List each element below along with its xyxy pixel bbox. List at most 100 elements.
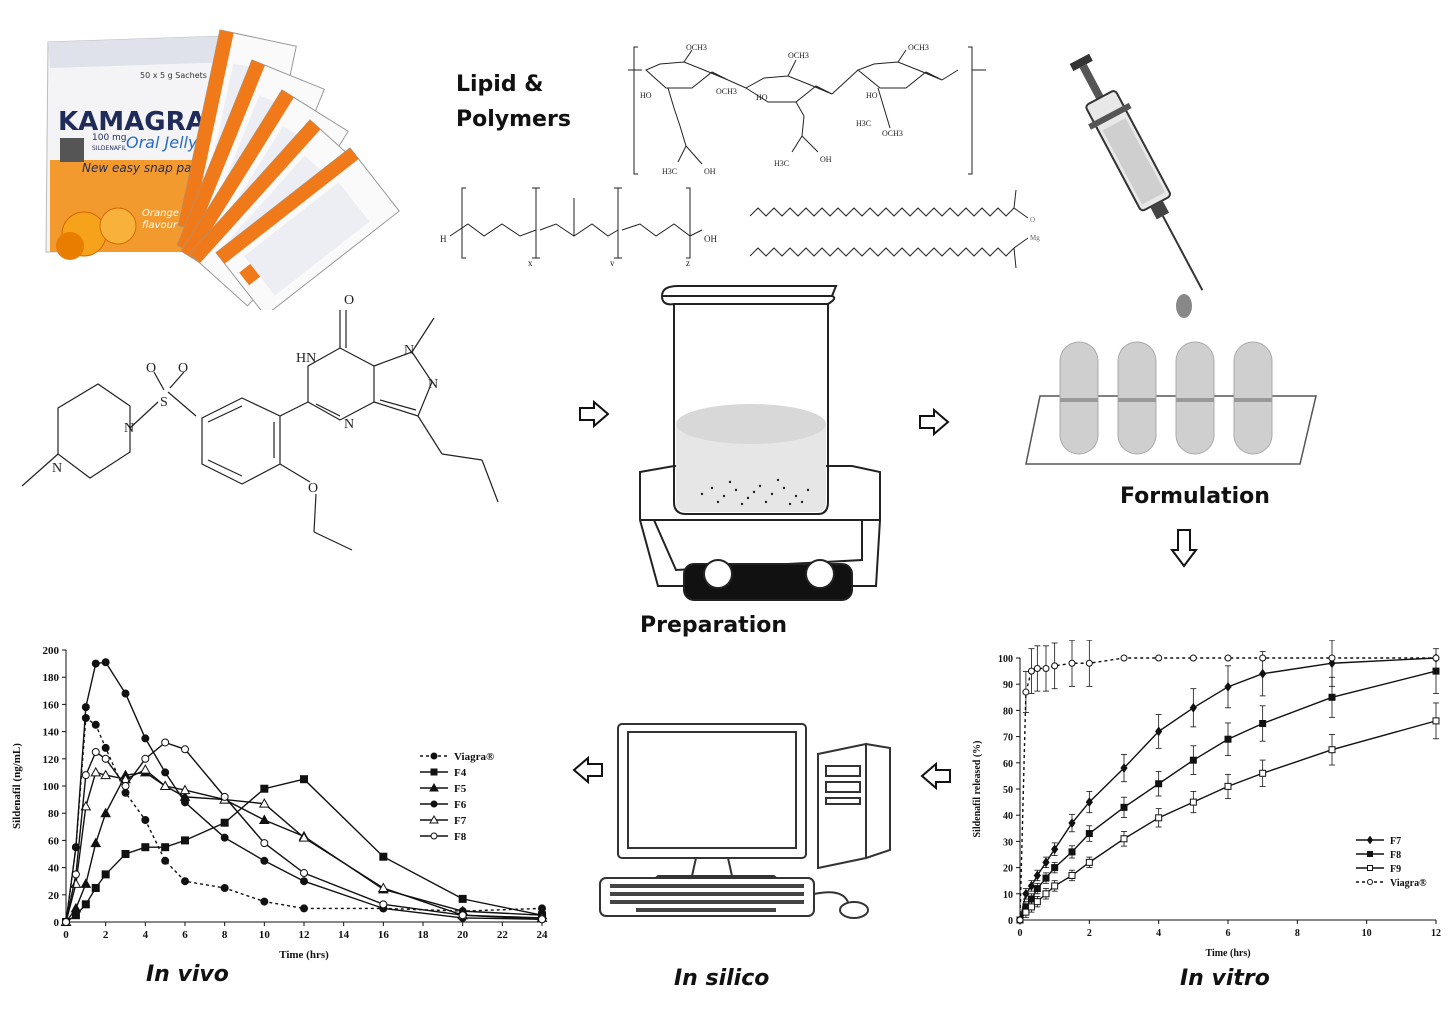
series-line xyxy=(65,768,543,923)
capsules-image xyxy=(1025,341,1317,465)
data-point xyxy=(458,911,467,920)
series-4 xyxy=(62,658,546,926)
series-2 xyxy=(62,775,546,926)
data-point xyxy=(220,792,229,801)
y-tick-label: 20 xyxy=(1003,864,1013,875)
data-point xyxy=(91,659,100,668)
data-point xyxy=(1189,756,1197,764)
lipid-polymers-label-2: Polymers xyxy=(456,107,571,132)
data-point xyxy=(1432,667,1440,675)
capsule xyxy=(1059,341,1099,455)
atom-hn: HN xyxy=(296,351,316,366)
atom-n1: N xyxy=(404,343,414,358)
data-point xyxy=(1328,693,1336,701)
data-point xyxy=(100,807,112,818)
data-point xyxy=(1432,717,1440,725)
data-point xyxy=(1042,664,1050,672)
lipid-polymers-label-1: Lipid & xyxy=(456,72,544,97)
package-flavour-1: Orange xyxy=(142,208,179,219)
data-point xyxy=(260,897,269,906)
data-point xyxy=(1016,916,1024,924)
capsule xyxy=(1233,341,1273,455)
in-vitro-label: In vitro xyxy=(1180,966,1270,991)
data-point xyxy=(258,814,270,824)
x-tick-label: 4 xyxy=(1156,928,1161,939)
package-product: Oral Jelly xyxy=(126,133,198,152)
data-point xyxy=(161,856,170,865)
data-point xyxy=(1051,662,1059,670)
atom-o-sulfonyl-1: O xyxy=(146,361,156,376)
data-point xyxy=(80,878,92,888)
data-point xyxy=(1027,667,1035,675)
package-brand: KAMAGRA xyxy=(58,107,206,137)
syringe-image xyxy=(1069,53,1204,318)
poloxamer-oh: OH xyxy=(704,234,717,244)
data-point xyxy=(1068,659,1076,667)
data-point xyxy=(101,743,110,752)
y-tick-label: 60 xyxy=(1003,759,1013,770)
data-point xyxy=(71,870,80,879)
data-point xyxy=(1022,908,1030,916)
data-point xyxy=(81,900,90,909)
legend-marker xyxy=(429,782,439,792)
y-tick-label: 180 xyxy=(43,672,60,684)
y-tick-label: 90 xyxy=(1003,680,1013,691)
in-silico-label: In silico xyxy=(674,966,770,991)
package-flavour-2: flavour xyxy=(142,220,178,231)
cellulose-ether-structure: OCH3 OCH3 OCH3 HO HO HO OCH3 OCH3 OH OH … xyxy=(628,43,986,176)
data-point xyxy=(70,902,82,913)
data-point xyxy=(260,839,269,848)
legend-marker xyxy=(1367,879,1373,885)
x-tick-label: 10 xyxy=(259,929,271,941)
data-point xyxy=(1155,726,1163,737)
formulation-label: Formulation xyxy=(1120,484,1270,509)
legend-label: Viagra® xyxy=(454,751,494,763)
y-tick-label: 120 xyxy=(43,754,60,766)
data-point xyxy=(377,882,389,892)
data-point xyxy=(91,884,100,892)
in-vivo-label: In vivo xyxy=(146,962,229,987)
y-tick-label: 160 xyxy=(43,699,60,711)
cellulose-group: OCH3 xyxy=(882,129,903,138)
legend-label: F6 xyxy=(454,799,467,811)
x-axis-label: Time (hrs) xyxy=(1205,948,1250,959)
legend-label: F7 xyxy=(454,815,467,827)
data-point xyxy=(1042,874,1050,882)
y-tick-label: 200 xyxy=(43,645,60,657)
y-tick-label: 60 xyxy=(48,835,60,847)
x-tick-label: 18 xyxy=(418,929,430,941)
package-sildenafil: SILDENAFIL xyxy=(92,145,127,152)
stearate-mg: Mg xyxy=(1030,234,1040,242)
data-point xyxy=(1085,659,1093,667)
data-point xyxy=(71,843,80,852)
data-point xyxy=(220,833,229,842)
x-tick-label: 20 xyxy=(457,929,469,941)
poloxamer-structure: H OH x y z xyxy=(440,187,717,266)
data-point xyxy=(181,836,189,845)
data-point xyxy=(1432,654,1440,662)
x-tick-label: 24 xyxy=(537,929,549,941)
x-tick-label: 4 xyxy=(143,929,149,941)
data-point xyxy=(1033,885,1041,893)
arrow-left-icon xyxy=(920,762,951,790)
data-point xyxy=(1068,818,1076,828)
data-point xyxy=(141,843,150,852)
capsule xyxy=(1175,341,1215,455)
cellulose-group: OCH3 xyxy=(686,43,707,52)
data-point xyxy=(161,768,170,777)
legend-label: F4 xyxy=(454,767,467,779)
data-point xyxy=(1328,654,1336,662)
y-axis-label: Sildenafil released (%) xyxy=(972,740,983,837)
x-tick-label: 2 xyxy=(103,929,109,941)
data-point xyxy=(121,788,130,797)
data-point xyxy=(141,816,150,824)
data-point xyxy=(101,870,110,879)
x-axis-label: Time (hrs) xyxy=(279,949,329,961)
computer-image xyxy=(599,723,891,919)
y-tick-label: 70 xyxy=(1003,733,1013,744)
data-point xyxy=(1120,803,1128,811)
